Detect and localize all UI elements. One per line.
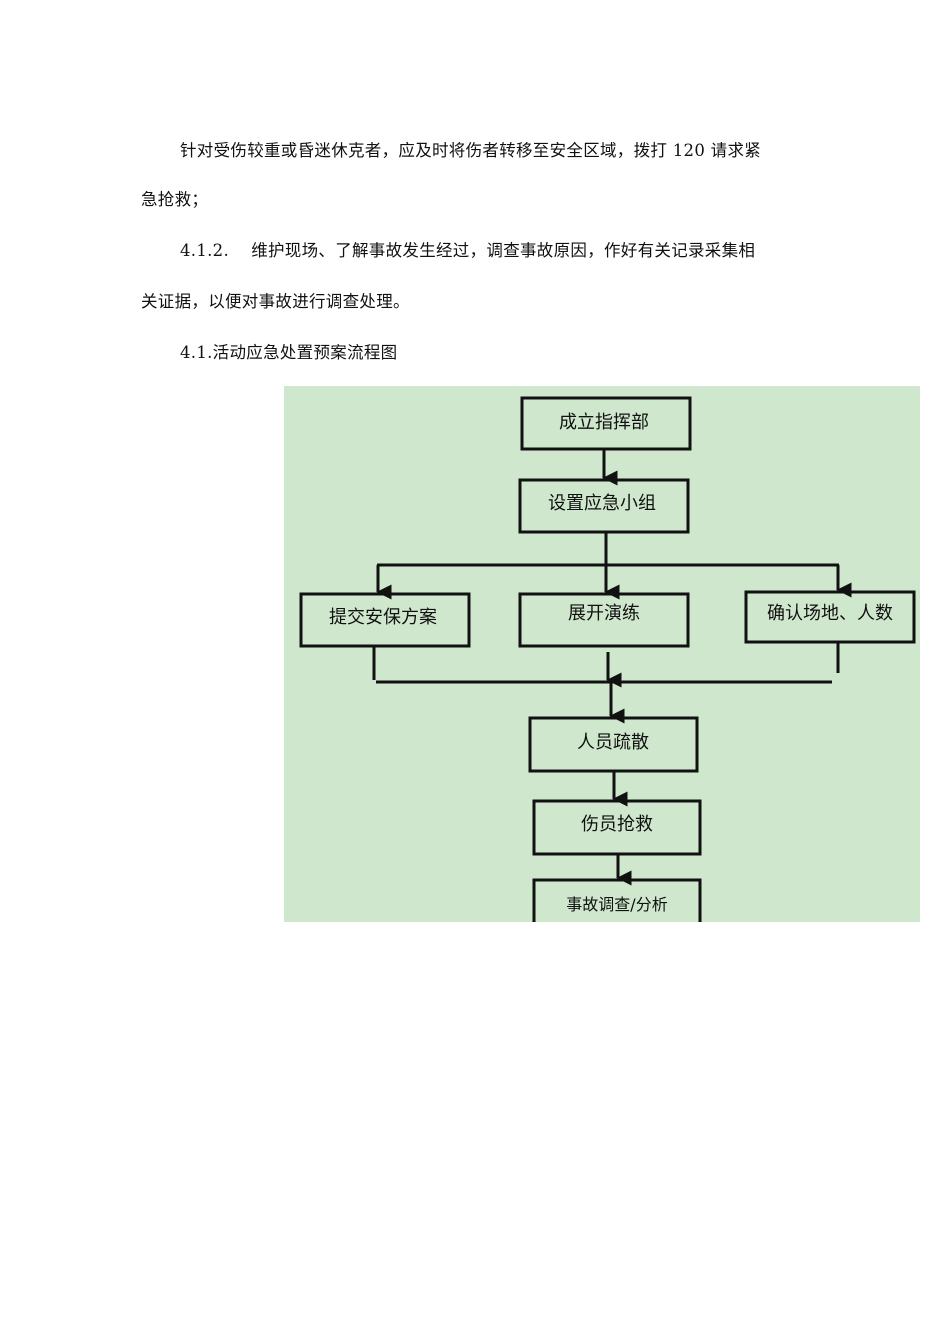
paragraph-line-3: 4.1.2. 维护现场、了解事故发生经过，调查事故原因，作好有关记录采集相 [180,241,756,260]
emergency-flowchart: 成立指挥部 设置应急小组 提交安保方案 展开演练 确认场地、人数 人员疏散 伤员… [284,386,920,922]
label-venue: 确认场地、人数 [767,603,893,624]
connectors [372,449,852,886]
label-drill: 展开演练 [568,603,640,624]
label-rescue: 伤员抢救 [581,814,653,835]
box-venue [744,590,916,644]
label-command: 成立指挥部 [559,412,649,433]
box-drill [518,592,690,648]
paragraph-line-2: 急抢救； [141,190,209,209]
label-evacuate: 人员疏散 [577,732,649,753]
label-plan: 提交安保方案 [329,607,437,628]
label-groups: 设置应急小组 [548,493,656,514]
box-command [520,396,692,451]
paragraph-line-1: 针对受伤较重或昏迷休克者，应及时将伤者转移至安全区域，拨打 120 请求紧 [180,141,762,160]
paragraph-line-4: 关证据，以便对事故进行调查处理。 [141,292,410,311]
label-investigate: 事故调查/分析 [566,895,667,914]
section-heading-flowchart: 4.1.活动应急处置预案流程图 [180,343,398,362]
